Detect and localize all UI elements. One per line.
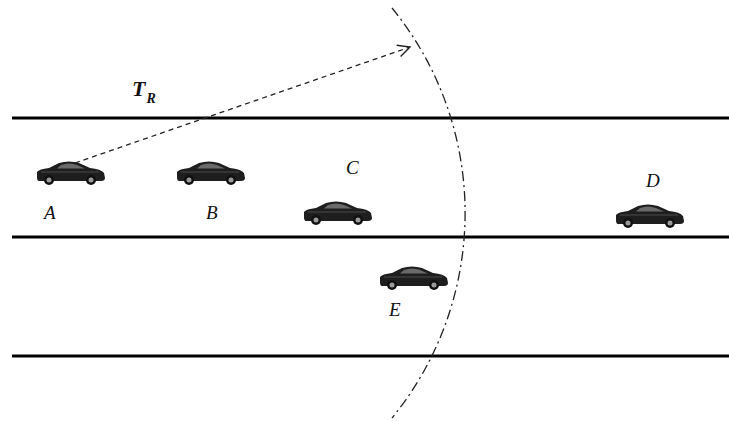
range-arc xyxy=(392,8,465,418)
lane-line xyxy=(12,117,729,120)
range-arrow xyxy=(75,47,409,163)
car-letter: C xyxy=(346,158,359,177)
lane-lines xyxy=(12,118,729,356)
car-icon xyxy=(37,162,105,186)
car-letter: B xyxy=(206,203,218,222)
car-icon xyxy=(380,267,448,291)
lane-line xyxy=(12,236,729,239)
car-icon xyxy=(616,205,684,229)
car-letter: A xyxy=(44,203,56,222)
car-icon xyxy=(304,202,372,226)
car-letter: E xyxy=(389,300,401,319)
car-letter: D xyxy=(646,171,660,190)
range-subscript: R xyxy=(146,92,155,106)
range-symbol: T xyxy=(132,78,145,100)
lane-line xyxy=(12,355,729,358)
arrow-head xyxy=(397,45,410,56)
car-icon xyxy=(177,162,245,186)
